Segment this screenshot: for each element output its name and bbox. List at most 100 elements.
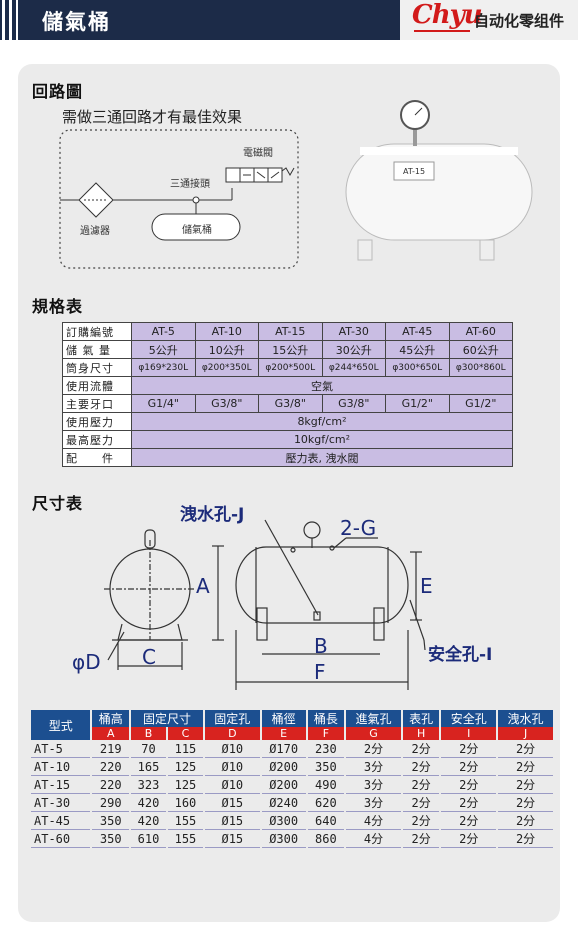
dim-cell: 420 [130, 812, 166, 830]
dim-cell: 3分 [346, 794, 401, 812]
spec-row-label: 使用流體 [62, 376, 132, 395]
spec-cell: 5公升 [131, 340, 196, 359]
dim-header: 桶徑 [261, 710, 306, 727]
dim-cell: 350 [92, 812, 129, 830]
dim-cell: 2分 [402, 794, 440, 812]
spec-cell: AT-15 [258, 322, 323, 341]
dim-letter-f: F [314, 660, 326, 684]
dim-cell: 323 [130, 776, 166, 794]
dim-cell: AT-10 [31, 758, 91, 776]
dim-header-letter: F [307, 727, 345, 740]
dim-cell: Ø240 [261, 794, 306, 812]
tee-label: 三通接頭 [170, 179, 210, 190]
end-view [104, 529, 224, 670]
spec-cell: 8kgf/cm² [131, 412, 513, 431]
spec-title: 規格表 [32, 297, 84, 316]
dim-cell: 125 [167, 776, 203, 794]
dim-cell: 420 [130, 794, 166, 812]
dim-header: 安全孔 [441, 710, 497, 727]
dim-cell: 490 [307, 776, 345, 794]
dim-cell: 620 [307, 794, 345, 812]
tank-label: 儲氣桶 [182, 225, 212, 236]
spec-row-label: 配 件 [62, 448, 132, 467]
dim-cell: 2分 [498, 794, 553, 812]
product-tank-image [345, 100, 533, 261]
dim-cell: 640 [307, 812, 345, 830]
dim-cell: Ø15 [204, 830, 260, 848]
dim-header-letter: H [402, 727, 440, 740]
dim-cell: 2分 [441, 812, 497, 830]
dim-letter-c: C [142, 645, 156, 669]
dim-header-letter: J [498, 727, 553, 740]
dim-cell: Ø200 [261, 776, 306, 794]
dim-letter-g: 2-G [340, 516, 377, 540]
page-header: 儲氣桶 Chyu 自动化零组件 [0, 0, 578, 40]
dim-cell: 155 [167, 830, 203, 848]
spec-row-label: 使用壓力 [62, 412, 132, 431]
spec-cell: AT-45 [385, 322, 450, 341]
dim-cell: 610 [130, 830, 166, 848]
dim-cell: Ø300 [261, 830, 306, 848]
spec-row-label: 最高壓力 [62, 430, 132, 449]
spec-cell: φ169*230L [131, 358, 196, 377]
dim-cell: 2分 [402, 830, 440, 848]
spec-cell: 空氣 [131, 376, 513, 395]
spec-row-label: 主要牙口 [62, 394, 132, 413]
dim-header: 洩水孔 [498, 710, 553, 727]
dim-header: 桶長 [307, 710, 345, 727]
dim-header: 桶高 [92, 710, 129, 727]
dim-cell: AT-15 [31, 776, 91, 794]
product-plate-label: AT-15 [403, 167, 426, 176]
spec-row-label: 筒身尺寸 [62, 358, 132, 377]
dim-cell: Ø200 [261, 758, 306, 776]
dim-header: 進氣孔 [346, 710, 401, 727]
dim-cell: 290 [92, 794, 129, 812]
dim-cell: 2分 [346, 740, 401, 758]
dim-cell: 2分 [441, 740, 497, 758]
dim-cell: 2分 [402, 776, 440, 794]
dim-cell: 115 [167, 740, 203, 758]
page-title: 儲氣桶 [42, 10, 111, 34]
spec-cell: 壓力表, 洩水閥 [131, 448, 513, 467]
dim-header: 固定尺寸 [130, 710, 203, 727]
dim-cell: 2分 [441, 758, 497, 776]
dim-cell: Ø170 [261, 740, 306, 758]
spec-cell: φ244*650L [321, 358, 386, 377]
dim-cell: AT-45 [31, 812, 91, 830]
spec-cell: AT-5 [131, 322, 196, 341]
dimension-title: 尺寸表 [32, 494, 84, 513]
spec-cell: φ200*350L [194, 358, 259, 377]
dim-cell: 2分 [441, 794, 497, 812]
dim-letter-d: φD [72, 650, 101, 674]
dim-cell: AT-30 [31, 794, 91, 812]
spec-cell: G3/8" [321, 394, 386, 413]
dim-cell: Ø300 [261, 812, 306, 830]
dim-header-letter: G [346, 727, 401, 740]
dim-cell: 350 [92, 830, 129, 848]
dim-cell: Ø10 [204, 758, 260, 776]
dim-cell: AT-5 [31, 740, 91, 758]
dim-cell: 160 [167, 794, 203, 812]
dim-cell: 350 [307, 758, 345, 776]
solenoid-valve-symbol [225, 167, 295, 183]
spec-cell: 30公升 [321, 340, 386, 359]
dim-cell: 2分 [498, 740, 553, 758]
dim-letter-b: B [314, 634, 328, 658]
dim-cell: Ø10 [204, 740, 260, 758]
brand-block: Chyu 自动化零组件 [400, 0, 578, 40]
dim-cell: 4分 [346, 830, 401, 848]
dim-cell: 2分 [441, 830, 497, 848]
filter-symbol [78, 182, 114, 218]
spec-cell: G3/8" [194, 394, 259, 413]
dim-header-model: 型式 [31, 710, 91, 740]
brand-logo-underline [414, 30, 470, 32]
